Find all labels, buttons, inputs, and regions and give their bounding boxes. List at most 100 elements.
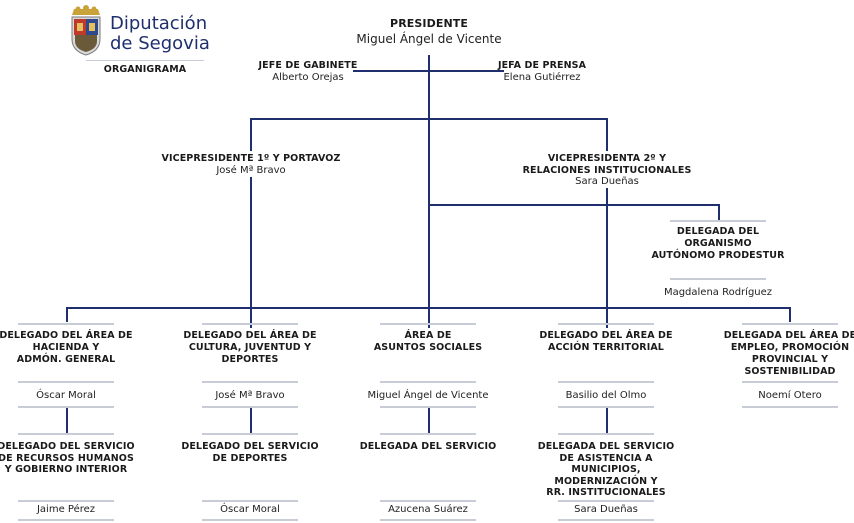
- rule-top: [670, 220, 766, 222]
- servicio-title-line: DELEGADA DEL SERVICIO: [537, 441, 675, 452]
- connector-gabinete-prensa: [353, 70, 504, 72]
- connector-vice1-down: [250, 177, 252, 328]
- area-person: Noemí Otero: [758, 390, 822, 401]
- rule-top: [18, 433, 114, 435]
- connector-servicio-1: [66, 406, 68, 433]
- servicio-title-line: DELEGADO DEL SERVICIO: [181, 441, 319, 452]
- area-title-line: ACCIÓN TERRITORIAL: [548, 342, 664, 353]
- connector-vice1-drop: [250, 118, 252, 151]
- logo-title: Diputación de Segovia: [110, 14, 210, 54]
- connector-servicio-3: [428, 406, 430, 433]
- connector-area-2-drop: [250, 307, 252, 322]
- rule-bottom: [558, 519, 654, 521]
- logo-line-1: Diputación: [110, 13, 208, 34]
- node-title: VICEPRESIDENTE 1º Y PORTAVOZ: [161, 153, 341, 164]
- servicio-person: Azucena Suárez: [388, 504, 468, 515]
- connector-prodestur-bar: [428, 204, 720, 206]
- node-title: JEFA DE PRENSA: [497, 60, 587, 71]
- node-person: Magdalena Rodríguez: [663, 287, 773, 298]
- node-title-1: VICEPRESIDENTA 2º Y: [547, 153, 667, 164]
- area-title-line: ÁREA DE: [404, 330, 452, 341]
- area-title-line: DELEGADO DEL ÁREA DE: [183, 330, 317, 341]
- rule-bottom: [380, 519, 476, 521]
- area-title-line: EMPLEO, PROMOCIÓN: [730, 342, 850, 353]
- area-title-line: DELEGADO DEL ÁREA DE: [0, 330, 133, 341]
- node-person: Sara Dueñas: [575, 176, 639, 187]
- organigrama-label: ORGANIGRAMA: [103, 64, 187, 75]
- logo: [66, 5, 106, 57]
- rule-mid: [558, 381, 654, 383]
- node-person: José Mª Bravo: [216, 165, 286, 176]
- node-title: PRESIDENTE: [390, 17, 468, 30]
- servicio-title-line: DE DEPORTES: [212, 452, 288, 464]
- servicio-person: Sara Dueñas: [574, 504, 638, 515]
- organigrama-rule-top: [86, 60, 204, 61]
- connector-servicio-2: [250, 406, 252, 433]
- servicio-person: Óscar Moral: [220, 504, 280, 515]
- rule-mid: [18, 381, 114, 383]
- rule-mid: [18, 500, 114, 502]
- node-person: Miguel Ángel de Vicente: [356, 32, 502, 46]
- area-title-line: DEPORTES: [221, 354, 279, 365]
- node-person: Alberto Orejas: [272, 72, 344, 83]
- node-title: JEFE DE GABINETE: [258, 60, 358, 71]
- area-title-line: SOSTENIBILIDAD: [744, 366, 836, 377]
- rule-mid: [380, 500, 476, 502]
- servicio-person: Jaime Pérez: [36, 504, 96, 515]
- area-title-line: HACIENDA Y: [32, 342, 100, 353]
- area-title-line: DELEGADA DEL ÁREA DE: [723, 330, 854, 341]
- connector-area-4-drop: [606, 307, 608, 322]
- area-person: José Mª Bravo: [215, 390, 285, 401]
- area-title-line: ADMÓN. GENERAL: [16, 354, 116, 365]
- connector-areas-bar: [66, 307, 791, 309]
- rule-top: [18, 323, 114, 325]
- node-title-2: ORGANISMO: [684, 238, 752, 249]
- servicio-title-line: DE RECURSOS HUMANOS: [0, 452, 134, 464]
- servicio-title-line: RR. INSTITUCIONALES: [546, 487, 666, 498]
- rule-mid: [202, 500, 298, 502]
- connector-area-1-drop: [66, 307, 68, 322]
- servicio-title-line: DE ASISTENCIA A: [559, 452, 653, 464]
- rule-bottom: [380, 406, 476, 408]
- rule-top: [202, 323, 298, 325]
- rule-top: [742, 323, 838, 325]
- area-title-line: CULTURA, JUVENTUD Y: [188, 342, 312, 353]
- rule-bottom: [558, 406, 654, 408]
- rule-bottom: [742, 406, 838, 408]
- rule-mid: [670, 278, 766, 280]
- servicio-title-line: MODERNIZACIÓN Y: [554, 475, 658, 487]
- rule-mid: [558, 500, 654, 502]
- rule-top: [558, 323, 654, 325]
- area-person: Miguel Ángel de Vicente: [367, 390, 489, 401]
- rule-bottom: [18, 519, 114, 521]
- servicio-title-line: DELEGADO DEL SERVICIO: [0, 441, 135, 452]
- connector-servicio-4: [606, 406, 608, 433]
- logo-line-2: de Segovia: [110, 33, 210, 54]
- rule-top: [380, 323, 476, 325]
- rule-bottom: [202, 406, 298, 408]
- servicio-title-line: Y GOBIERNO INTERIOR: [4, 464, 128, 475]
- connector-area-5-drop: [789, 307, 791, 322]
- rule-mid: [742, 381, 838, 383]
- area-title-line: ASUNTOS SOCIALES: [373, 342, 483, 353]
- connector-prodestur-drop: [718, 204, 720, 220]
- node-title-2: RELACIONES INSTITUCIONALES: [522, 165, 692, 176]
- node-person: Elena Gutiérrez: [503, 72, 581, 83]
- coat-of-arms-icon: [71, 5, 101, 56]
- rule-bottom: [202, 519, 298, 521]
- connector-vice-bar: [250, 118, 608, 120]
- connector-vice2-down: [606, 188, 608, 328]
- area-person: Basilio del Olmo: [565, 390, 647, 401]
- servicio-title-line: DELEGADA DEL SERVICIO: [359, 441, 497, 452]
- rule-bottom: [18, 406, 114, 408]
- rule-top: [558, 433, 654, 435]
- node-title-1: DELEGADA DEL: [676, 226, 760, 237]
- connector-vice2-drop: [606, 118, 608, 151]
- connector-president-trunk: [428, 55, 430, 328]
- area-title-line: DELEGADO DEL ÁREA DE: [539, 330, 673, 341]
- rule-top: [202, 433, 298, 435]
- area-title-line: PROVINCIAL Y: [751, 354, 829, 365]
- node-title-3: AUTÓNOMO PRODESTUR: [651, 250, 785, 261]
- rule-mid: [380, 381, 476, 383]
- servicio-title-line: MUNICIPIOS,: [571, 464, 641, 475]
